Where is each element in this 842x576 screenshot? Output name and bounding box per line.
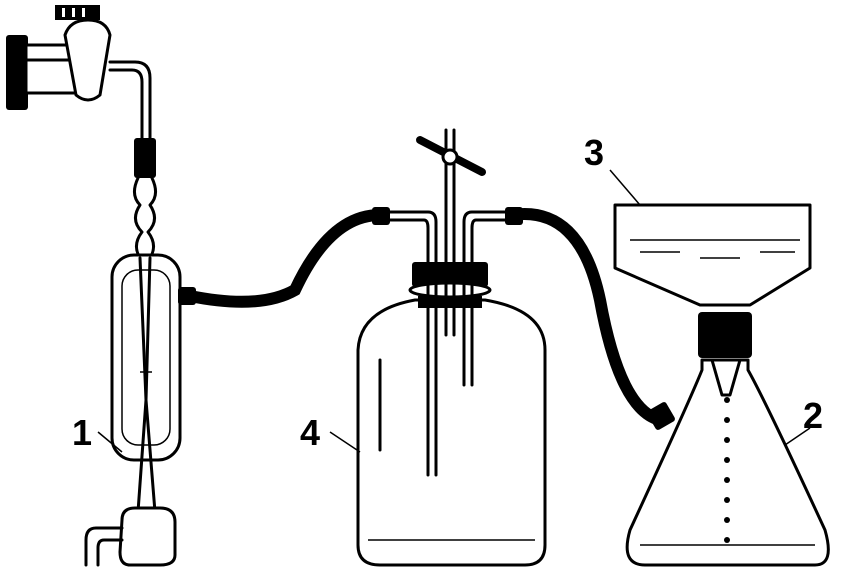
water-tap: [6, 5, 152, 142]
label-4: 4: [300, 412, 321, 453]
filtrate-drops: [724, 397, 730, 543]
leader-lines: [97, 169, 811, 453]
water-jet-pump: [84, 138, 196, 567]
hose-pump-to-bottle: [184, 209, 386, 308]
label-2: 2: [803, 395, 824, 436]
hose-bottle-to-flask: [506, 208, 666, 426]
buchner-funnel: [613, 203, 812, 307]
label-3: 3: [584, 132, 605, 173]
safety-bottle: [356, 128, 547, 567]
label-1: 1: [72, 412, 93, 453]
